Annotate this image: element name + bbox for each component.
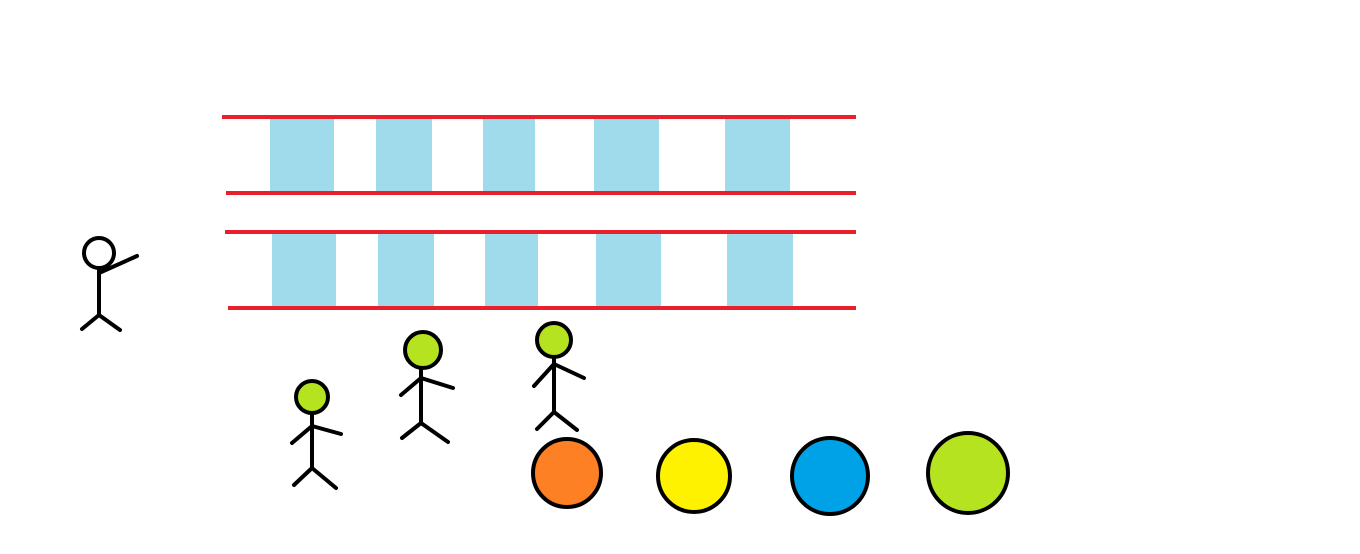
green-ball — [926, 431, 1010, 515]
ladder-rung — [725, 119, 790, 193]
player-figure — [532, 321, 586, 432]
figure-arms — [532, 362, 586, 388]
ladder-rung — [594, 119, 659, 191]
ladder-rung — [376, 119, 432, 191]
ladder-rung — [272, 234, 336, 308]
figure-head — [82, 236, 116, 270]
player-figure — [290, 379, 343, 490]
coach-figure — [80, 236, 139, 332]
ladder-top — [222, 115, 856, 195]
ladder-rung — [483, 119, 535, 191]
figure-arms — [290, 424, 343, 445]
ladder-rung — [596, 234, 661, 308]
figure-arms — [399, 376, 455, 397]
figure-legs — [535, 410, 579, 432]
figure-arm — [97, 254, 139, 275]
figure-head — [403, 330, 443, 370]
player-figure — [399, 330, 455, 444]
ladder-rung — [485, 234, 538, 308]
figure-legs — [292, 466, 338, 490]
figure-head — [294, 379, 330, 415]
blue-ball — [790, 436, 870, 516]
ladder-rung — [727, 234, 793, 308]
ladder-rung — [270, 119, 334, 191]
orange-ball — [531, 437, 603, 509]
figure-legs — [80, 313, 122, 332]
ladder-bottom — [225, 230, 856, 310]
ladder-rung — [378, 234, 434, 308]
figure-head — [535, 321, 573, 359]
figure-legs — [400, 421, 450, 444]
yellow-ball — [656, 438, 732, 514]
